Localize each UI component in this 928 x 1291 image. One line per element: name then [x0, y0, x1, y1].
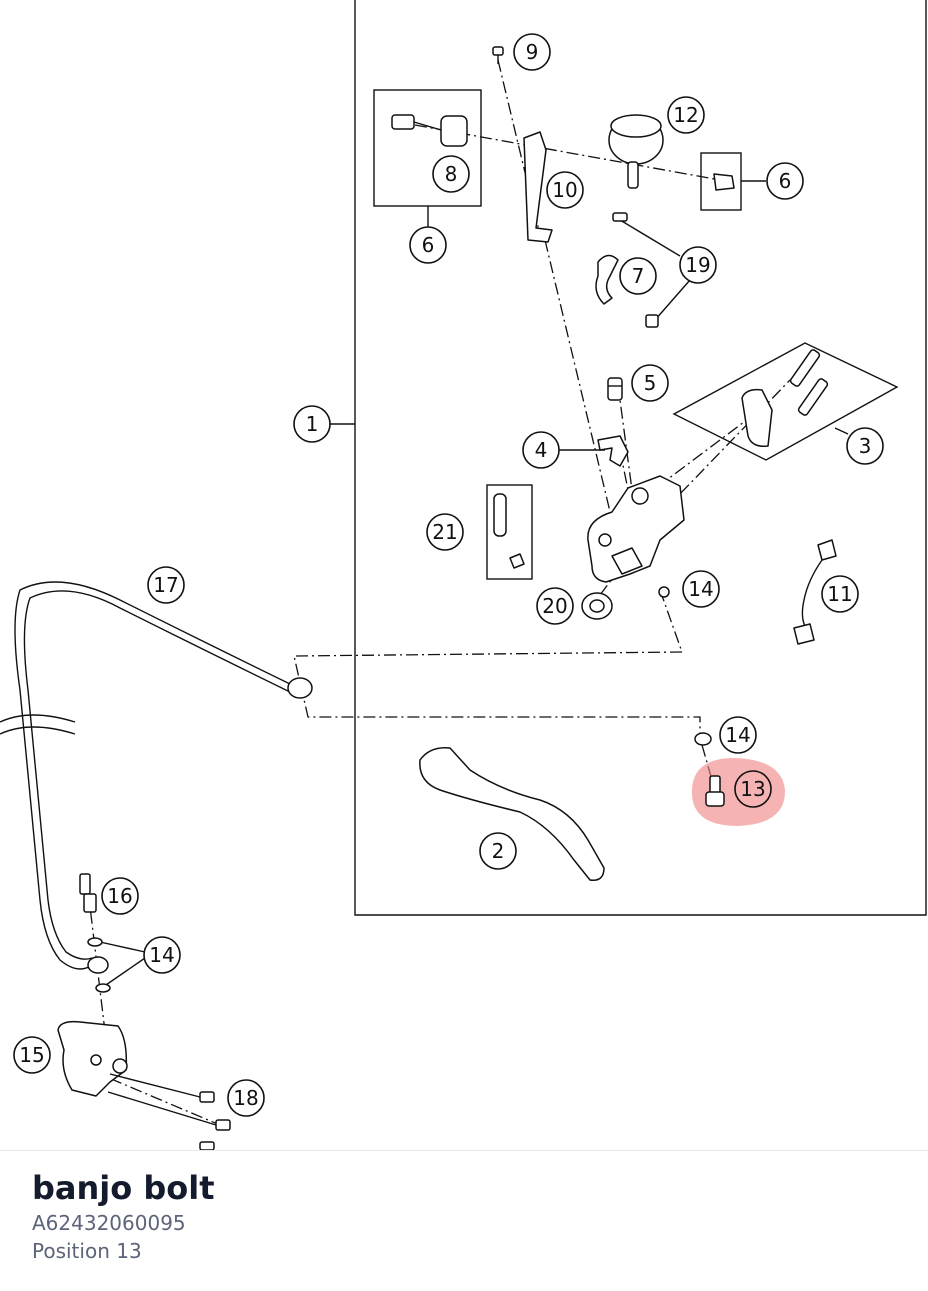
svg-text:9: 9: [526, 40, 539, 64]
subassembly-box-8: [373, 89, 482, 207]
part-21[interactable]: [486, 484, 533, 580]
part-7[interactable]: [595, 254, 619, 305]
callout-12[interactable]: 12: [667, 96, 705, 134]
part-11[interactable]: [793, 539, 837, 645]
svg-text:4: 4: [535, 438, 548, 462]
svg-text:14: 14: [149, 943, 174, 967]
callout-18[interactable]: 18: [227, 1079, 265, 1117]
callout-3[interactable]: 3: [846, 427, 884, 465]
callout-21[interactable]: 21: [426, 513, 464, 551]
callout-19[interactable]: 19: [679, 246, 717, 284]
callout-11[interactable]: 11: [821, 575, 859, 613]
svg-text:15: 15: [19, 1043, 44, 1067]
callout-13[interactable]: 13: [734, 770, 772, 808]
callout-10[interactable]: 10: [546, 171, 584, 209]
svg-text:3: 3: [859, 434, 872, 458]
callout-6-left[interactable]: 6: [409, 226, 447, 264]
callout-15[interactable]: 15: [13, 1036, 51, 1074]
part-20[interactable]: [581, 592, 613, 620]
part-16[interactable]: [79, 873, 97, 913]
part-12[interactable]: [608, 114, 664, 189]
part-2-lever[interactable]: [419, 747, 605, 881]
exploded-parts-diagram: 9 12 8 10 6 6 19 7 5 1 3 4 21 17 14 11 2…: [0, 0, 927, 1150]
svg-text:14: 14: [688, 577, 713, 601]
svg-text:10: 10: [552, 178, 577, 202]
part-1-master-cylinder[interactable]: [587, 475, 685, 583]
part-10[interactable]: [523, 131, 553, 243]
callout-4[interactable]: 4: [522, 431, 560, 469]
callout-20[interactable]: 20: [536, 587, 574, 625]
part-14-lower-b[interactable]: [95, 983, 111, 993]
callout-16[interactable]: 16: [101, 877, 139, 915]
assembly-frame: [354, 0, 927, 916]
callout-9[interactable]: 9: [513, 33, 551, 71]
part-14-middle[interactable]: [694, 732, 712, 746]
svg-text:18: 18: [233, 1086, 258, 1110]
part-15-slave-cylinder[interactable]: [57, 1020, 128, 1097]
svg-text:6: 6: [779, 169, 792, 193]
callout-14-upper[interactable]: 14: [682, 570, 720, 608]
part-8[interactable]: [391, 114, 468, 147]
callout-1[interactable]: 1: [293, 405, 331, 443]
part-3[interactable]: [672, 342, 899, 461]
svg-text:16: 16: [107, 884, 132, 908]
part-13-banjo-bolt[interactable]: [705, 775, 725, 807]
highlight-part-13: [691, 758, 786, 826]
part-info-panel: banjo bolt A62432060095 Position 13: [0, 1150, 928, 1291]
part-18-bolts[interactable]: [107, 1073, 231, 1150]
part-5[interactable]: [607, 377, 623, 401]
svg-text:19: 19: [685, 253, 710, 277]
svg-text:13: 13: [740, 777, 765, 801]
callout-8[interactable]: 8: [432, 155, 470, 193]
svg-text:20: 20: [542, 594, 567, 618]
part-17[interactable]: [0, 581, 313, 970]
svg-text:11: 11: [827, 582, 852, 606]
callout-14-middle[interactable]: 14: [719, 716, 757, 754]
svg-text:14: 14: [725, 723, 750, 747]
callout-7[interactable]: 7: [619, 257, 657, 295]
svg-text:17: 17: [153, 573, 178, 597]
svg-text:2: 2: [492, 839, 505, 863]
svg-text:12: 12: [673, 103, 698, 127]
svg-text:6: 6: [422, 233, 435, 257]
svg-text:7: 7: [632, 264, 645, 288]
part-9[interactable]: [492, 46, 504, 64]
callout-2[interactable]: 2: [479, 832, 517, 870]
part-name: banjo bolt: [32, 1169, 215, 1207]
svg-text:5: 5: [644, 371, 657, 395]
part-4[interactable]: [597, 435, 629, 467]
part-14-lower-a[interactable]: [87, 937, 103, 947]
svg-text:21: 21: [432, 520, 457, 544]
part-6[interactable]: [713, 173, 735, 191]
callout-14-lower[interactable]: 14: [143, 936, 181, 974]
part-position: Position 13: [32, 1239, 142, 1263]
part-19-lower[interactable]: [645, 314, 659, 328]
callout-17[interactable]: 17: [147, 566, 185, 604]
part-14-upper[interactable]: [658, 586, 670, 598]
part-19-upper[interactable]: [612, 212, 628, 222]
svg-text:8: 8: [445, 162, 458, 186]
callout-6-right[interactable]: 6: [766, 162, 804, 200]
callout-5[interactable]: 5: [631, 364, 669, 402]
part-number: A62432060095: [32, 1211, 186, 1235]
svg-text:1: 1: [306, 412, 319, 436]
